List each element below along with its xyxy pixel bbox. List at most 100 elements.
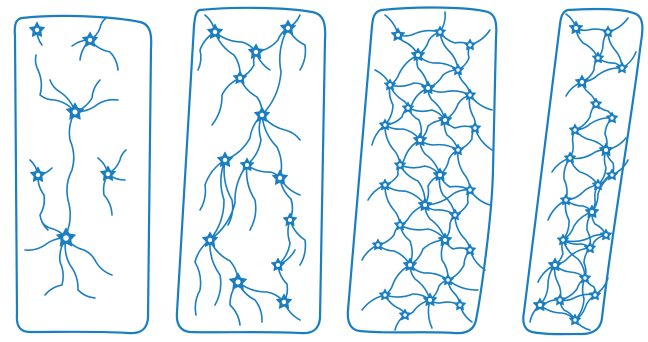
fiber	[35, 55, 75, 112]
neuron-cell	[464, 244, 475, 255]
cell-nucleus	[574, 26, 578, 30]
neuron-cell	[272, 170, 287, 185]
cell-nucleus	[428, 298, 432, 302]
cell-nucleus	[398, 223, 401, 226]
fiber	[262, 28, 288, 115]
neuron-cell	[454, 299, 465, 310]
neuron-cell	[384, 79, 395, 90]
fiber	[400, 165, 425, 205]
cell-nucleus	[376, 243, 379, 246]
fiber	[195, 240, 210, 315]
neuron-cell	[449, 209, 460, 220]
cell-nucleus	[223, 158, 227, 162]
neuron-cell	[464, 184, 475, 195]
neuron-cell	[569, 21, 582, 34]
neuron-cell	[434, 26, 445, 37]
cell-nucleus	[438, 173, 442, 177]
panel-4-dense-network	[523, 9, 642, 334]
panel-1-sparse-network	[15, 16, 151, 333]
fiber	[560, 278, 585, 300]
panel-2-growing-network	[177, 8, 325, 333]
cell-nucleus	[254, 50, 258, 54]
cell-nucleus	[564, 198, 567, 201]
cell-nucleus	[580, 80, 584, 84]
neuron-cell	[452, 64, 463, 75]
fiber	[448, 280, 478, 290]
cell-nucleus	[276, 263, 280, 267]
fiber	[570, 150, 606, 159]
cell-nucleus	[278, 176, 282, 180]
cell-nucleus	[573, 128, 576, 131]
neuron-cell	[606, 112, 617, 123]
neuron-cell	[30, 167, 45, 182]
cell-nucleus	[453, 213, 456, 216]
neuron-cell	[464, 39, 475, 50]
fiber	[410, 240, 445, 265]
cell-nucleus	[561, 238, 564, 241]
cell-nucleus	[245, 163, 249, 167]
cell-nucleus	[418, 138, 422, 142]
fiber	[428, 88, 470, 95]
fiber	[540, 265, 555, 305]
cell-nucleus	[288, 218, 292, 222]
cell-nucleus	[213, 30, 217, 34]
neuron-cell	[557, 234, 568, 245]
cell-nucleus	[408, 263, 412, 267]
cell-nucleus	[610, 173, 613, 176]
fiber	[75, 80, 100, 112]
cell-nucleus	[388, 83, 391, 86]
fiber	[262, 115, 300, 140]
cell-nucleus	[106, 172, 110, 176]
cell-nucleus	[468, 93, 471, 96]
panel-3-dense-network	[348, 8, 497, 334]
neuron-cell	[464, 89, 475, 100]
cell-nucleus	[286, 26, 290, 30]
cell-nucleus	[594, 102, 597, 105]
cell-nucleus	[568, 156, 571, 159]
cell-nucleus	[443, 118, 447, 122]
fiber	[440, 32, 458, 70]
neuron-cell	[602, 26, 613, 37]
cell-nucleus	[35, 28, 39, 32]
cell-nucleus	[573, 318, 576, 321]
fiber	[385, 294, 430, 300]
cell-nucleus	[593, 293, 596, 296]
cell-nucleus	[558, 298, 561, 301]
cell-nucleus	[443, 238, 447, 242]
fiber	[385, 125, 400, 165]
cell-nucleus	[456, 148, 459, 151]
cell-nucleus	[260, 113, 264, 117]
neuron-cell	[554, 294, 565, 305]
neuron-cell	[57, 228, 76, 246]
cell-nucleus	[403, 313, 406, 316]
fiber	[570, 158, 598, 185]
cell-nucleus	[590, 210, 594, 214]
cell-nucleus	[238, 76, 242, 80]
fiber	[66, 112, 75, 235]
cell-nucleus	[63, 235, 69, 241]
cell-nucleus	[383, 123, 386, 126]
cell-nucleus	[596, 183, 599, 186]
cell-nucleus	[406, 106, 409, 109]
cell-nucleus	[583, 276, 586, 279]
cell-nucleus	[236, 280, 241, 285]
neuron-cell	[564, 152, 575, 163]
cell-nucleus	[458, 303, 461, 306]
cell-nucleus	[588, 246, 591, 249]
fiber	[385, 85, 393, 125]
fiber	[441, 240, 448, 280]
cell-nucleus	[620, 66, 623, 69]
cell-nucleus	[423, 203, 427, 207]
fiber	[378, 245, 410, 265]
fiber	[564, 158, 570, 200]
neuron-cell	[233, 71, 246, 84]
fiber	[290, 220, 305, 265]
fiber	[288, 28, 305, 70]
fiber	[563, 200, 569, 240]
fiber	[458, 150, 470, 190]
cell-nucleus	[438, 30, 441, 33]
cell-nucleus	[473, 126, 476, 129]
cell-nucleus	[426, 86, 430, 90]
fiber	[224, 160, 233, 225]
